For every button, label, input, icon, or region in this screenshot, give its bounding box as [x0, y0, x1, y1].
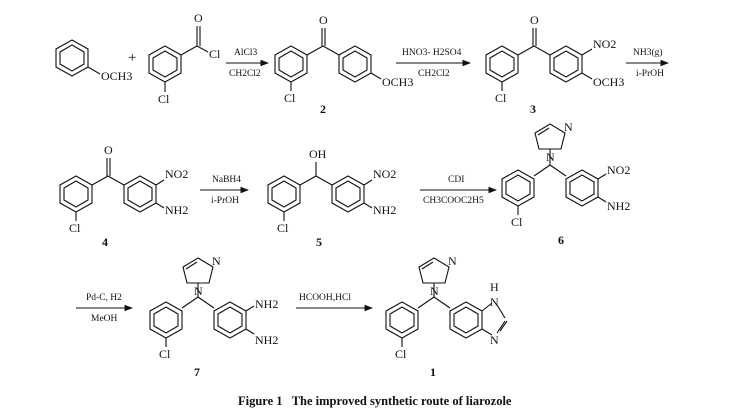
- r5-below: CH3COOC2H5: [423, 196, 484, 206]
- c3-cl-label: Cl: [495, 91, 507, 105]
- c2-carbonyl-o: O: [319, 13, 328, 27]
- c7-imid-n-bottom: N: [194, 284, 203, 298]
- compound-3-structure: [485, 28, 593, 91]
- compound-4-number: 4: [102, 235, 108, 249]
- compound-1-number: 1: [430, 365, 436, 379]
- anisole-och3-label: OCH3: [101, 69, 132, 83]
- compound-2-structure: [274, 28, 382, 91]
- c5-cl-label: Cl: [277, 221, 289, 235]
- c7-cl-label: Cl: [159, 347, 171, 361]
- c2-och3-label: OCH3: [382, 75, 413, 89]
- r3-above: NH3(g): [633, 47, 663, 58]
- r5-above: CDI: [448, 175, 464, 185]
- c4-cl-label: Cl: [69, 221, 81, 235]
- c6-nh2-label: NH2: [607, 199, 630, 213]
- compound-1-structure: [385, 257, 508, 347]
- c6-no2-label: NO2: [607, 163, 630, 177]
- c1-cl-label: Cl: [395, 347, 407, 361]
- compound-3-number: 3: [530, 102, 536, 116]
- acyl-ring-cl-label: Cl: [158, 92, 170, 106]
- compound-7-number: 7: [194, 365, 200, 379]
- c4-nh2-label: NH2: [165, 203, 188, 217]
- acyl-cl-label: Cl: [209, 47, 221, 61]
- r2-above: HNO3- H2SO4: [402, 48, 462, 58]
- r1-below: CH2Cl2: [229, 69, 261, 79]
- r1-above: AlCl3: [234, 48, 257, 58]
- c3-no2-label: NO2: [593, 37, 616, 51]
- acyl-carbonyl-o: O: [194, 11, 203, 25]
- c3-carbonyl-o: O: [530, 13, 539, 27]
- c7-nh2-top: NH2: [255, 297, 278, 311]
- anisole-structure: [55, 39, 101, 77]
- c4-no2-label: NO2: [165, 167, 188, 181]
- c2-cl-label: Cl: [284, 91, 296, 105]
- compound-6-number: 6: [558, 233, 564, 247]
- c3-och3-label: OCH3: [593, 75, 624, 89]
- chlorobenzoyl-chloride-structure: [148, 26, 209, 92]
- c7-imid-n-top: N: [212, 254, 221, 268]
- r6-above: Pd-C, H2: [86, 293, 122, 303]
- c6-imid-n-bottom: N: [546, 150, 555, 164]
- compound-2-number: 2: [320, 102, 326, 116]
- c1-benzimid-n1: N: [490, 295, 499, 309]
- r4-above: NaBH4: [212, 175, 241, 185]
- r4-below: i-PrOH: [211, 196, 239, 206]
- compound-4-structure: [59, 158, 165, 221]
- compound-5-structure: [267, 162, 373, 221]
- c6-imid-n-top: N: [564, 120, 573, 134]
- c1-benzimid-h: H: [490, 280, 499, 294]
- compound-7-structure: [149, 257, 255, 347]
- c1-benzimid-n2: N: [490, 333, 499, 347]
- c5-oh-label: OH: [309, 147, 327, 161]
- r7-above: HCOOH,HCl: [299, 293, 351, 303]
- c5-nh2-label: NH2: [373, 203, 396, 217]
- figure-caption: Figure 1 The improved synthetic route of…: [238, 394, 512, 408]
- compound-5-number: 5: [316, 235, 322, 249]
- c5-no2-label: NO2: [373, 167, 396, 181]
- c1-imid-n-bottom: N: [430, 284, 439, 298]
- compound-6-structure: [501, 123, 607, 215]
- r6-below: MeOH: [91, 314, 118, 324]
- c4-carbonyl-o: O: [104, 143, 113, 157]
- c6-cl-label: Cl: [511, 215, 523, 229]
- r2-below: CH2Cl2: [418, 69, 450, 79]
- c1-imid-n-top: N: [448, 254, 457, 268]
- plus-sign: +: [128, 50, 136, 66]
- c7-nh2-bottom: NH2: [255, 333, 278, 347]
- r3-below: i-PrOH: [636, 69, 664, 79]
